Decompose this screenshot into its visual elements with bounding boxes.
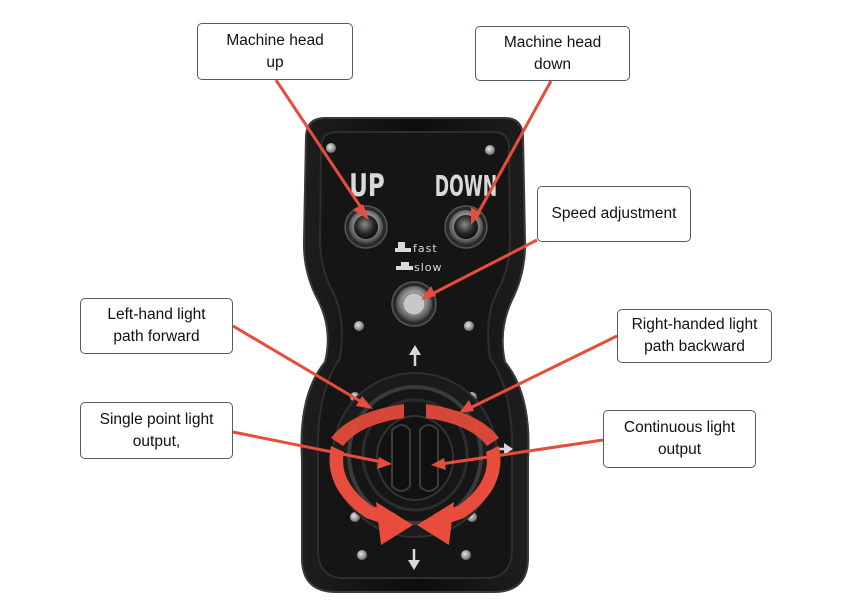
fast-label: fast xyxy=(413,242,438,255)
screw xyxy=(485,145,495,155)
callout-left-hand-light-path-forward: Left-hand light path forward xyxy=(80,298,233,354)
screw xyxy=(354,321,364,331)
screw xyxy=(461,550,471,560)
left-paddle[interactable] xyxy=(391,424,411,492)
rotation-arrowhead-left xyxy=(376,502,413,545)
right-paddle[interactable] xyxy=(419,424,439,492)
callout-continuous-light-output: Continuous light output xyxy=(603,410,756,468)
screw xyxy=(326,143,336,153)
screw xyxy=(464,321,474,331)
pointer-head-up xyxy=(274,79,366,213)
up-button[interactable] xyxy=(344,205,388,249)
rotation-arrowhead-right xyxy=(417,502,454,545)
rotation-arrow-overlay xyxy=(329,404,501,545)
down-arrow-icon xyxy=(408,549,420,570)
joystick[interactable] xyxy=(332,372,498,538)
screw xyxy=(357,550,367,560)
forward-arrow-icon xyxy=(409,345,421,366)
down-button[interactable] xyxy=(444,205,488,249)
fast-indicator-icon xyxy=(395,242,411,252)
slow-indicator-icon xyxy=(396,262,413,270)
pointer-head-down xyxy=(474,80,553,218)
callout-speed-adjustment: Speed adjustment xyxy=(537,186,691,242)
pointer-right-back xyxy=(467,334,618,411)
pointer-speed xyxy=(429,238,538,297)
speed-button[interactable] xyxy=(391,281,437,327)
pointer-left-fwd xyxy=(232,324,366,406)
callout-machine-head-down: Machine head down xyxy=(475,26,630,81)
pointer-single xyxy=(232,430,383,464)
rotation-arc-top-left xyxy=(331,404,404,446)
callout-single-point-light-output: Single point light output, xyxy=(80,402,233,459)
pointer-lines xyxy=(232,79,618,470)
pointer-continuous xyxy=(440,438,604,466)
callout-machine-head-up: Machine head up xyxy=(197,23,353,80)
callout-right-handed-light-path-backward: Right-handed light path backward xyxy=(617,309,772,363)
slow-label: slow xyxy=(414,261,443,274)
rotation-arc-top-right xyxy=(426,404,499,446)
